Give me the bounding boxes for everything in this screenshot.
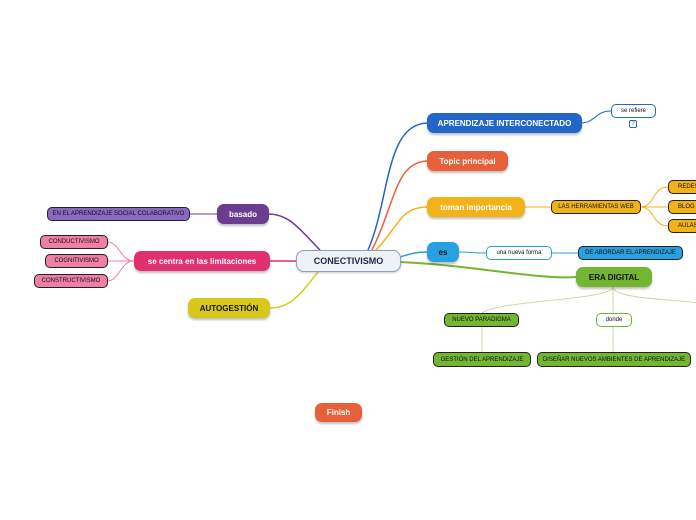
- node-gestion-aprendizaje[interactable]: GESTIÓN DEL APRENDIZAJE: [433, 352, 531, 367]
- node-donde[interactable]: donde: [596, 313, 632, 327]
- node-se-refiere[interactable]: se refiere: [611, 104, 656, 118]
- question-icon[interactable]: ?: [629, 120, 637, 128]
- node-limitaciones[interactable]: se centra en las limitaciones: [134, 251, 270, 271]
- node-redes[interactable]: REDES: [668, 180, 696, 194]
- node-aprendizaje-social[interactable]: EN EL APRENDIZAJE SOCIAL COLABORATIVO: [47, 207, 190, 221]
- node-finish[interactable]: Finish: [315, 403, 362, 422]
- node-es[interactable]: es: [427, 242, 459, 262]
- node-aulas[interactable]: AULAS: [668, 219, 696, 233]
- node-era-digital[interactable]: ERA DIGITAL: [576, 267, 652, 287]
- node-autogestion[interactable]: AUTOGESTIÓN: [188, 298, 270, 318]
- node-constructivismo[interactable]: CONSTRUCTIVISMO: [34, 274, 108, 288]
- node-blog[interactable]: BLOG Y: [668, 200, 696, 214]
- node-toman-importancia[interactable]: toman importancia: [427, 197, 525, 217]
- node-nueva-forma[interactable]: una nueva forma: [486, 246, 552, 260]
- node-abordar-aprendizaje[interactable]: DE ABORDAR EL APRENDIZAJE: [578, 246, 683, 260]
- node-aprendizaje-interconectado[interactable]: APRENDIZAJE INTERCONECTADO: [427, 113, 582, 133]
- node-topic-principal[interactable]: Topic principal: [427, 151, 508, 171]
- node-cognitivismo[interactable]: COGNITIVISMO: [45, 254, 108, 268]
- node-herramientas-web[interactable]: LAS HERRAMIENTAS WEB: [551, 200, 641, 214]
- node-conductivismo[interactable]: CONDUCTIVISMO: [40, 235, 108, 249]
- node-nuevo-paradigma[interactable]: NUEVO PARADIGMA: [444, 313, 519, 327]
- node-disenar-ambientes[interactable]: DISEÑAR NUEVOS AMBIENTES DE APRENDIZAJE: [537, 352, 691, 367]
- central-topic[interactable]: CONECTIVISMO: [296, 250, 401, 272]
- node-basado[interactable]: basado: [217, 204, 269, 224]
